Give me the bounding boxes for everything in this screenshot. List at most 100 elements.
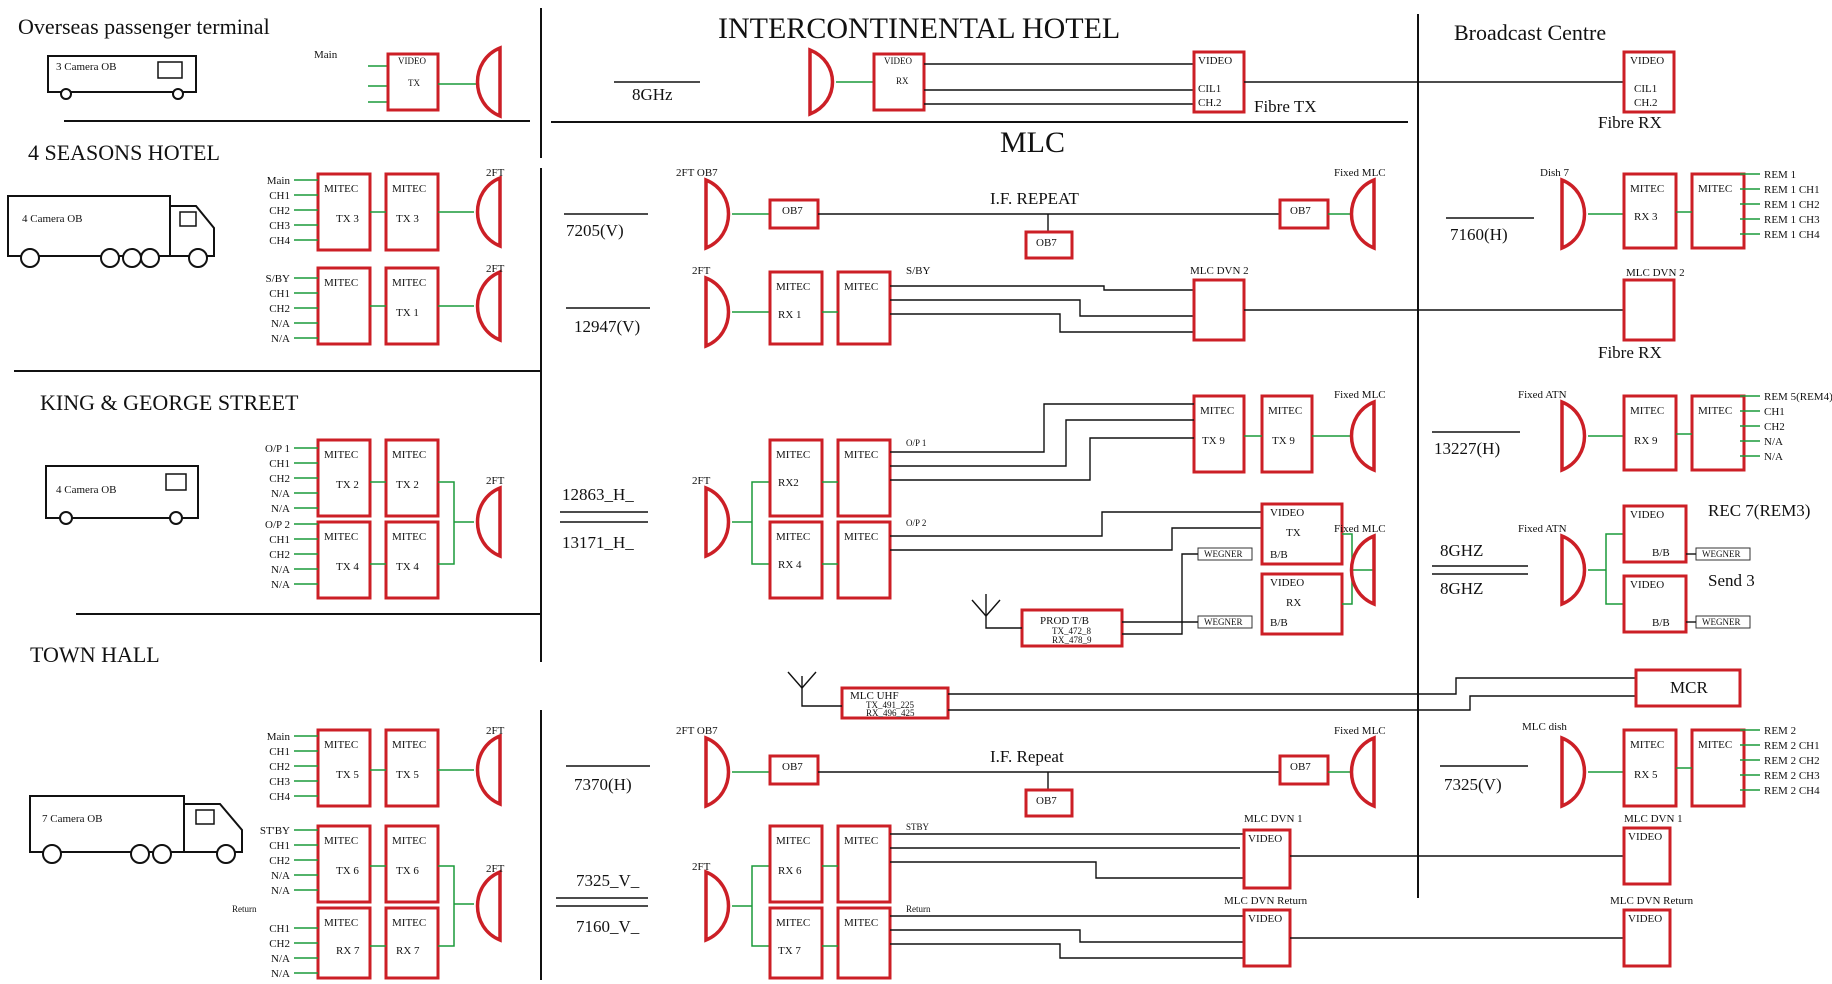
svg-text:TX 6: TX 6 xyxy=(336,865,359,877)
svg-text:Dish 7: Dish 7 xyxy=(1540,167,1570,179)
rem-label: CH1 xyxy=(1764,406,1785,418)
svg-text:RX 1: RX 1 xyxy=(778,309,802,321)
rem-label: REM 2 CH4 xyxy=(1764,785,1820,797)
mitec-tx-chain: MITEC TX 3 MITEC TX 3 2FT xyxy=(316,167,505,252)
king-george-title: KING & GEORGE STREET xyxy=(40,390,299,415)
channel-label: O/P 2 xyxy=(265,519,290,531)
video-rx-box xyxy=(1622,504,1688,564)
svg-text:RX 7: RX 7 xyxy=(336,945,360,957)
svg-text:MITEC: MITEC xyxy=(776,835,810,847)
svg-text:MITEC: MITEC xyxy=(844,531,878,543)
svg-text:MLC DVN 1: MLC DVN 1 xyxy=(1624,813,1683,825)
mitec-tx-box xyxy=(836,906,892,980)
broadcast-centre-title: Broadcast Centre xyxy=(1454,20,1606,45)
svg-text:RX_496_425: RX_496_425 xyxy=(866,708,915,718)
dish-icon xyxy=(704,275,731,349)
mitec-rx-box xyxy=(836,270,892,346)
rem-label: REM 2 CH2 xyxy=(1764,755,1820,767)
channel-label: CH2 xyxy=(269,855,290,867)
channel-label: Main xyxy=(267,175,291,187)
channel-label: CH1 xyxy=(269,190,290,202)
svg-text:TX_491_225: TX_491_225 xyxy=(866,700,914,710)
svg-text:MITEC: MITEC xyxy=(392,277,426,289)
svg-text:Fixed MLC: Fixed MLC xyxy=(1334,523,1386,535)
truck-label: 7 Camera OB xyxy=(42,813,102,825)
channel-label: CH2 xyxy=(269,761,290,773)
rem-label: N/A xyxy=(1764,436,1783,448)
svg-text:MITEC: MITEC xyxy=(392,183,426,195)
svg-text:RX_478_9: RX_478_9 xyxy=(1052,635,1092,645)
dish-icon xyxy=(1349,735,1376,809)
rem-label: REM 2 CH1 xyxy=(1764,740,1820,752)
mlc-dvn-return-rx-box xyxy=(1622,908,1672,968)
svg-text:MITEC: MITEC xyxy=(776,281,810,293)
truck-icon: 7 Camera OB xyxy=(29,795,243,864)
svg-text:TX 1: TX 1 xyxy=(396,307,419,319)
svg-text:B/B: B/B xyxy=(1652,547,1670,559)
svg-text:MLC DVN Return: MLC DVN Return xyxy=(1610,895,1694,907)
svg-text:MITEC: MITEC xyxy=(1630,183,1664,195)
svg-text:MITEC: MITEC xyxy=(844,835,878,847)
mitec-rx-box xyxy=(836,438,892,518)
svg-text:Fibre RX: Fibre RX xyxy=(1598,343,1662,362)
mlc-dvn1-rx-box xyxy=(1622,826,1672,886)
channel-label: CH2 xyxy=(269,549,290,561)
svg-text:CH.2: CH.2 xyxy=(1634,97,1658,109)
svg-text:8GHZ: 8GHZ xyxy=(1440,541,1483,560)
svg-text:STBY: STBY xyxy=(906,822,930,832)
svg-text:MITEC: MITEC xyxy=(1200,405,1234,417)
overseas-tx-box xyxy=(386,52,440,112)
ob7-tx-box xyxy=(1278,754,1330,786)
channel-label: CH1 xyxy=(269,746,290,758)
svg-text:MITEC: MITEC xyxy=(844,917,878,929)
freq-label: 13171_H_ xyxy=(562,533,634,552)
svg-text:TX 7: TX 7 xyxy=(778,945,801,957)
svg-text:OB7: OB7 xyxy=(1036,795,1057,807)
svg-text:VIDEO: VIDEO xyxy=(1630,579,1664,591)
rem-label: REM 1 CH3 xyxy=(1764,214,1820,226)
svg-text:WEGNER: WEGNER xyxy=(1702,617,1741,627)
svg-text:TX 2: TX 2 xyxy=(396,479,419,491)
svg-text:Fixed MLC: Fixed MLC xyxy=(1334,725,1386,737)
svg-text:MITEC: MITEC xyxy=(392,531,426,543)
svg-text:MITEC: MITEC xyxy=(1698,739,1732,751)
svg-text:MLC dish: MLC dish xyxy=(1522,721,1567,733)
mitec-tx-box xyxy=(1192,394,1246,474)
svg-text:OB7: OB7 xyxy=(782,761,803,773)
svg-text:OB7: OB7 xyxy=(1036,237,1057,249)
svg-text:VIDEO: VIDEO xyxy=(1628,913,1662,925)
svg-text:MLC DVN 2: MLC DVN 2 xyxy=(1626,267,1685,279)
dish-icon xyxy=(1560,177,1587,251)
svg-text:VIDEO: VIDEO xyxy=(1248,833,1282,845)
channel-label: N/A xyxy=(271,953,290,965)
svg-text:TX 3: TX 3 xyxy=(336,213,359,225)
svg-text:TX: TX xyxy=(408,78,420,88)
svg-text:RX: RX xyxy=(896,76,909,86)
dish-icon xyxy=(704,735,731,809)
ob7-dc-box xyxy=(1024,788,1074,818)
svg-text:MITEC: MITEC xyxy=(324,449,358,461)
mitec-rx-box xyxy=(1690,394,1746,472)
channel-label: N/A xyxy=(271,968,290,980)
dish-icon xyxy=(704,869,731,943)
antenna-icon xyxy=(971,599,1001,618)
mitec-rx-box xyxy=(768,438,824,518)
channel-label: CH3 xyxy=(269,220,290,232)
svg-text:MITEC: MITEC xyxy=(1630,739,1664,751)
svg-text:2FT: 2FT xyxy=(486,725,505,737)
svg-text:RX 7: RX 7 xyxy=(396,945,420,957)
svg-text:WEGNER: WEGNER xyxy=(1204,617,1243,627)
ob-van-icon: 4 Camera OB xyxy=(45,465,199,525)
dish-icon xyxy=(704,485,731,559)
svg-text:MITEC: MITEC xyxy=(324,531,358,543)
svg-text:TX 5: TX 5 xyxy=(336,769,359,781)
svg-text:MITEC: MITEC xyxy=(1268,405,1302,417)
mitec-rx-box xyxy=(768,270,824,346)
svg-text:MITEC: MITEC xyxy=(776,917,810,929)
mitec-tx-box xyxy=(768,906,824,980)
channel-label: CH2 xyxy=(269,205,290,217)
dish-icon xyxy=(808,47,835,117)
svg-text:MITEC: MITEC xyxy=(324,183,358,195)
mitec-rx-box xyxy=(1690,172,1746,250)
